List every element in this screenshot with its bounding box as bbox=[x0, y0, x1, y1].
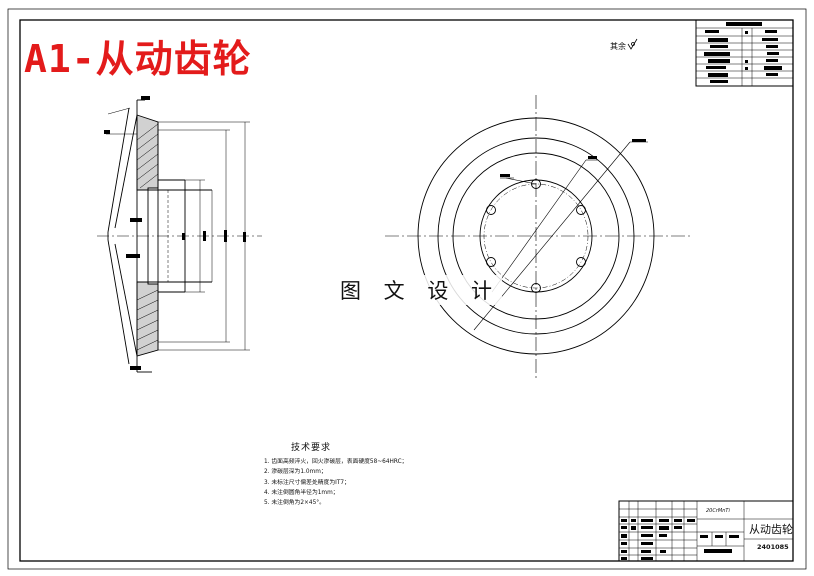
section-view bbox=[97, 96, 262, 373]
tech-requirement-item: 5. 未注倒角为2×45°。 bbox=[264, 500, 325, 507]
outer-frame bbox=[7, 8, 807, 570]
inner-frame bbox=[19, 19, 794, 562]
revision-table bbox=[695, 19, 794, 87]
roughness-check-icon bbox=[627, 38, 638, 50]
drawing-code: 2401085 bbox=[757, 543, 789, 551]
tech-requirement-item: 4. 未注倒圆角半径为1mm； bbox=[264, 489, 339, 496]
roughness-label: 其余 bbox=[610, 42, 626, 51]
title-block bbox=[618, 500, 794, 562]
material-label: 20CrMnTi bbox=[706, 508, 730, 514]
tech-requirement-item: 2. 渗碳层深为1.0mm； bbox=[264, 469, 327, 476]
tech-requirements-list: 1. 齿面高频淬火，回火渗碳层，表面硬度58~64HRC； 2. 渗碳层深为1.… bbox=[264, 457, 407, 508]
drawing-title: A1-从动齿轮 bbox=[24, 37, 252, 81]
part-name: 从动齿轮 bbox=[749, 523, 793, 536]
tech-requirement-item: 3. 未标注尺寸偏差处精度为IT7； bbox=[264, 479, 350, 486]
front-view bbox=[385, 95, 690, 380]
tech-requirement-item: 1. 齿面高频淬火，回火渗碳层，表面硬度58~64HRC； bbox=[264, 459, 408, 465]
tech-requirements-heading: 技术要求 bbox=[291, 443, 332, 453]
watermark-text: 图 文 设 计 bbox=[338, 275, 503, 305]
